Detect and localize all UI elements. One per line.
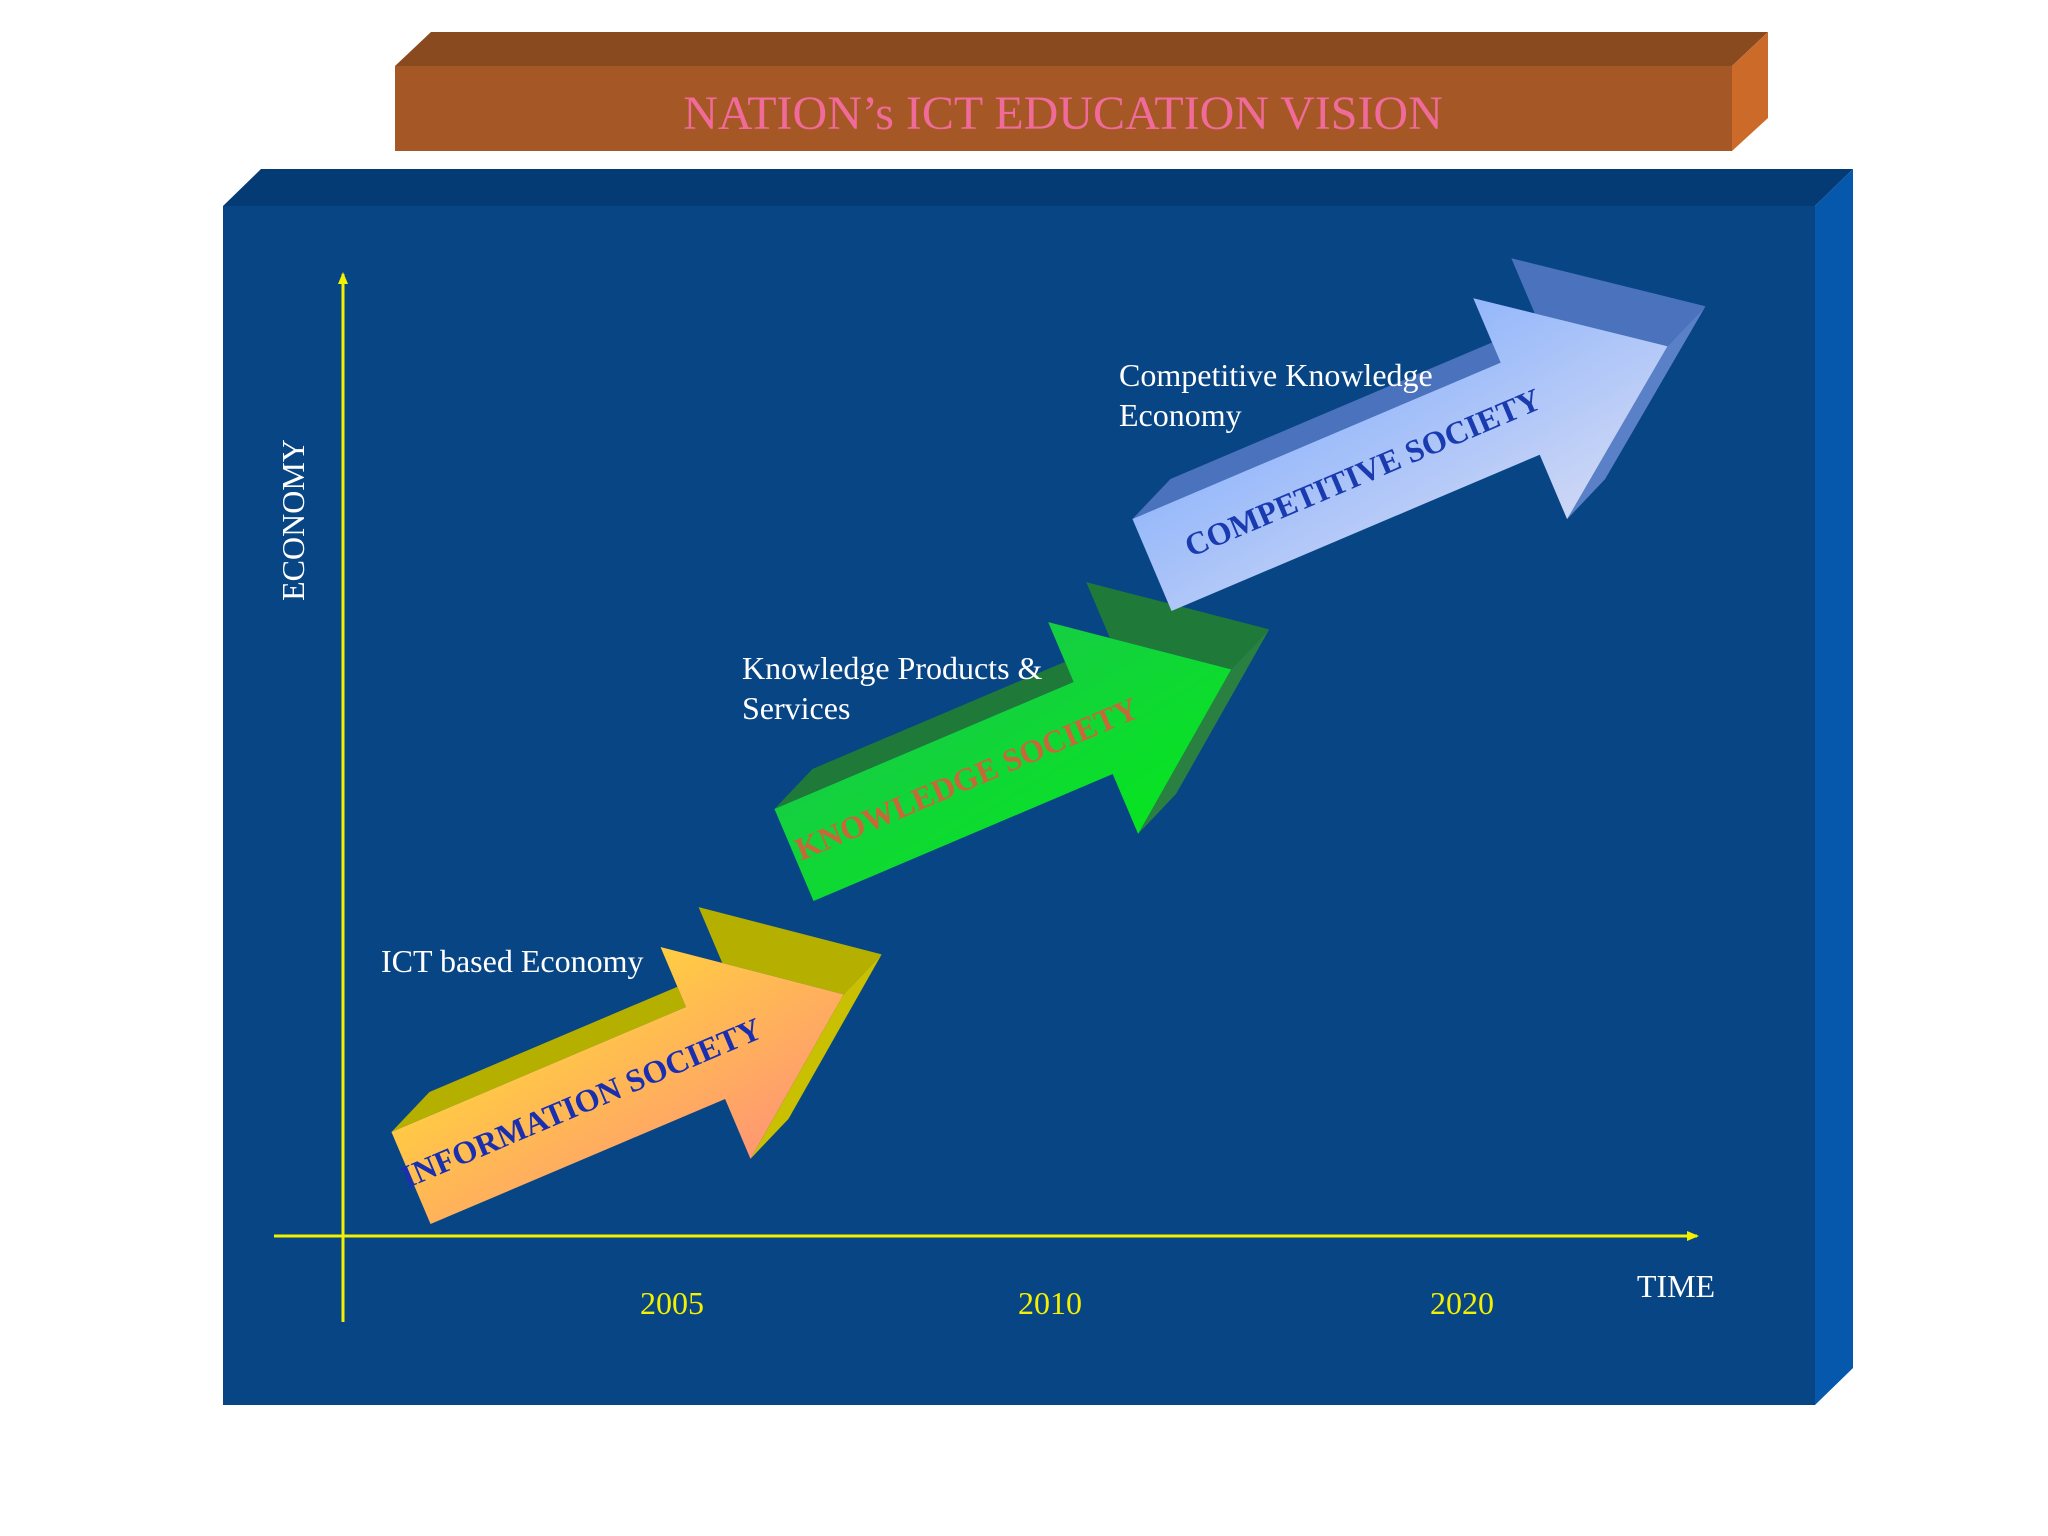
- y-axis-label: ECONOMY: [275, 439, 311, 601]
- caption-line: ICT based Economy: [381, 943, 643, 979]
- arrow-top-face: [1132, 258, 1706, 519]
- banner-top-face: [395, 32, 1768, 66]
- year-label-2010: 2010: [1018, 1285, 1082, 1321]
- board-side-face: [1815, 169, 1853, 1405]
- arrow-front-face: [391, 947, 844, 1225]
- banner-front-face: [395, 66, 1732, 151]
- caption-line: Knowledge Products &: [742, 650, 1043, 686]
- caption-line: Services: [742, 690, 850, 726]
- arrow-side-face: [1138, 629, 1270, 834]
- x-axis-label: TIME: [1637, 1268, 1715, 1304]
- caption-line: Economy: [1119, 397, 1242, 433]
- arrow-top-face: [391, 907, 882, 1132]
- arrow-side-face: [1567, 306, 1706, 520]
- arrow-front-face: [774, 622, 1232, 902]
- caption-competitive-knowledge-economy: Competitive Knowledge Economy: [1119, 357, 1441, 433]
- board-top-face: [223, 169, 1853, 206]
- arrow-side-face: [750, 954, 882, 1159]
- banner-side-face: [1732, 32, 1768, 151]
- caption-knowledge-products: Knowledge Products & Services: [742, 650, 1050, 726]
- caption-ict-based-economy: ICT based Economy: [381, 943, 643, 979]
- arrow-front-face: [1132, 298, 1668, 612]
- year-label-2005: 2005: [640, 1285, 704, 1321]
- caption-line: Competitive Knowledge: [1119, 357, 1433, 393]
- captions: ICT based Economy Knowledge Products & S…: [381, 357, 1441, 979]
- page-title: NATION’s ICT EDUCATION VISION: [683, 87, 1443, 140]
- arrow-top-face: [774, 582, 1270, 809]
- title-banner: NATION’s ICT EDUCATION VISION: [395, 32, 1768, 151]
- axes: ECONOMY TIME 2005 2010 2020: [274, 272, 1715, 1322]
- year-label-2020: 2020: [1430, 1285, 1494, 1321]
- stage-arrow-1: INFORMATION SOCIETY: [391, 907, 882, 1225]
